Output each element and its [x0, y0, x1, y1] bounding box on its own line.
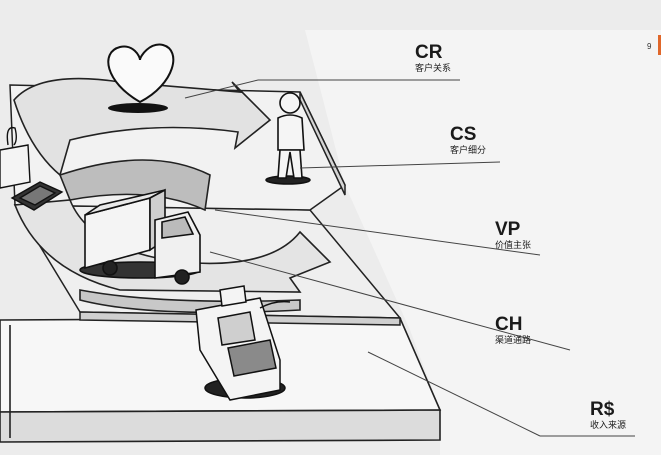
label-rs: R$ 收入来源: [590, 400, 626, 432]
gift-box-icon: [0, 126, 31, 189]
label-ch: CH 渠道通路: [495, 315, 531, 347]
label-cs-abbr: CS: [450, 124, 477, 145]
background-panel: [305, 30, 661, 455]
delivery-truck-icon: [79, 188, 201, 285]
page-accent-bar: [658, 35, 661, 55]
label-cs-text: 客户细分: [450, 146, 487, 156]
label-rs-text: 收入来源: [590, 421, 627, 431]
label-cr: CR 客户关系: [415, 43, 451, 75]
label-cr-abbr: CR: [415, 42, 443, 63]
leader-lines: [184, 79, 635, 437]
label-ch-text: 渠道通路: [495, 336, 532, 346]
label-vp-text: 价值主张: [495, 241, 532, 251]
label-rs-abbr: R$: [590, 399, 615, 420]
label-vp-abbr: VP: [495, 219, 521, 240]
page-number: 9: [647, 42, 652, 51]
laptop-icon: [10, 181, 64, 211]
heart-icon: [107, 43, 175, 113]
label-ch-abbr: CH: [495, 314, 523, 335]
cash-register-icon: [195, 285, 291, 401]
person-icon: [265, 92, 311, 185]
label-cr-text: 客户关系: [415, 64, 452, 74]
label-cs: CS 客户细分: [450, 125, 486, 157]
label-vp: VP 价值主张: [495, 220, 531, 252]
